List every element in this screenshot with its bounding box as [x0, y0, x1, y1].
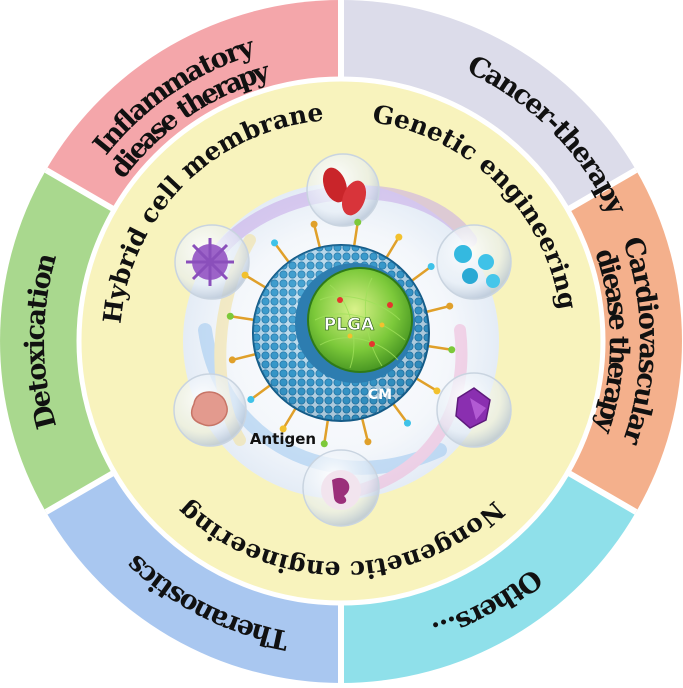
- antigen-stick: [273, 241, 291, 264]
- cell-bubble-blue-cells: [436, 224, 512, 300]
- antigen-stick: [426, 344, 453, 351]
- antigen-head: [403, 419, 411, 427]
- cell-bubble-platelet: [173, 373, 247, 447]
- antigen-sticks: [226, 218, 456, 448]
- antigen-stick: [385, 235, 401, 259]
- antigen-stick: [229, 315, 256, 322]
- antigen-stick: [425, 304, 451, 314]
- antigen-head: [354, 218, 362, 226]
- antigen-label: Antigen: [250, 430, 316, 448]
- antigen-stick: [312, 223, 322, 249]
- plga-label: PLGA: [324, 315, 375, 335]
- antigen-head: [310, 220, 318, 228]
- antigen-head: [395, 233, 403, 241]
- antigen-stick: [231, 352, 257, 362]
- antigen-head: [241, 271, 249, 279]
- cm-label: CM: [368, 387, 392, 403]
- antigen-stick: [281, 407, 297, 431]
- cell-bubble-rbc: [306, 153, 380, 227]
- antigen-head: [247, 395, 255, 403]
- antigen-stick: [243, 273, 267, 289]
- cell-bubble-purple-cell: [174, 224, 250, 300]
- antigen-head: [433, 387, 441, 395]
- nanoparticle: [252, 244, 430, 422]
- antigen-stick: [415, 377, 439, 393]
- antigen-stick: [249, 383, 272, 401]
- antigen-head: [228, 356, 236, 364]
- antigen-stick: [360, 417, 370, 443]
- plga-core: [307, 267, 413, 373]
- antigen-head: [226, 312, 234, 320]
- antigen-head: [364, 438, 372, 446]
- antigen-head: [320, 440, 328, 448]
- cell-bubble-white-cell: [302, 449, 380, 527]
- antigen-stick: [323, 418, 330, 445]
- antigen-head: [427, 263, 435, 271]
- antigen-head: [271, 239, 279, 247]
- antigen-stick: [391, 402, 409, 425]
- cell-bubble-purple-crystal: [436, 372, 512, 448]
- antigen-head: [446, 302, 454, 310]
- antigen-head: [448, 346, 456, 354]
- antigen-stick: [352, 221, 359, 248]
- antigen-stick: [410, 265, 433, 283]
- antigen-head: [279, 425, 287, 433]
